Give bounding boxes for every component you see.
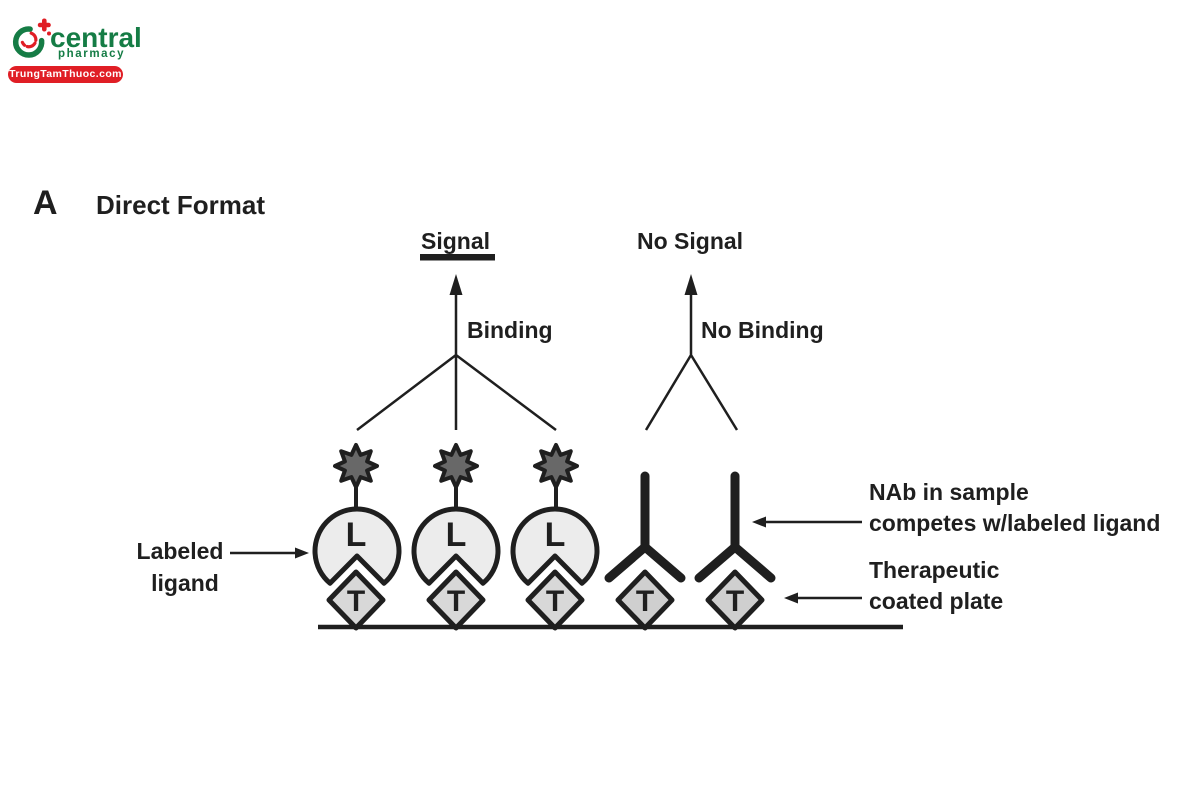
logo-c-icon [13,18,51,58]
no-binding-label: No Binding [701,317,824,343]
nab-label-line2: competes w/labeled ligand [869,510,1160,536]
logo-brand-text: central [50,22,142,53]
left-arrow-icon [784,592,798,604]
label-star-icon [533,443,579,489]
no-binding-branch-lines [644,293,739,431]
signal-underline [420,254,495,261]
signal-label: Signal [421,228,490,254]
antibody-icon [609,476,681,578]
ligand-letter: L [545,516,566,554]
plate-label-line1: Therapeutic [869,557,1000,583]
right-arrow-icon [295,547,309,559]
logo-domain-pill: TrungTamThuoc.com [8,66,123,83]
logo-domain-text: TrungTamThuoc.com [9,68,122,81]
label-star-icon [333,443,379,489]
ligand-letter: L [346,516,367,554]
labeled-ligand-line1: Labeled [137,538,224,564]
binding-label: Binding [467,317,553,343]
ligand-letter: L [446,516,467,554]
binding-branch-lines [356,293,557,431]
therapeutic-letter: T [347,585,365,618]
panel-letter: A [33,184,58,222]
therapeutic-letter: T [726,585,744,618]
no-signal-label: No Signal [637,228,743,254]
label-star-icon [433,443,479,489]
logo-plus-icon [37,18,51,36]
logo-red-arc [20,31,38,49]
therapeutic-letter: T [636,585,654,618]
antibody-icon [699,476,771,578]
logo-green-c [13,26,45,58]
labeled-ligand-line2: ligand [151,570,219,596]
plate-label-line2: coated plate [869,588,1003,614]
therapeutic-letter: T [447,585,465,618]
up-arrow-icon [684,274,698,295]
therapeutic-letter: T [546,585,564,618]
nab-label-line1: NAb in sample [869,479,1029,505]
left-arrow-icon [752,516,766,528]
logo-sub-text: pharmacy [58,48,126,60]
central-pharmacy-logo: central pharmacy TrungTamThuoc.com [0,0,220,100]
figure-title: Direct Format [96,190,265,220]
up-arrow-icon [449,274,463,295]
